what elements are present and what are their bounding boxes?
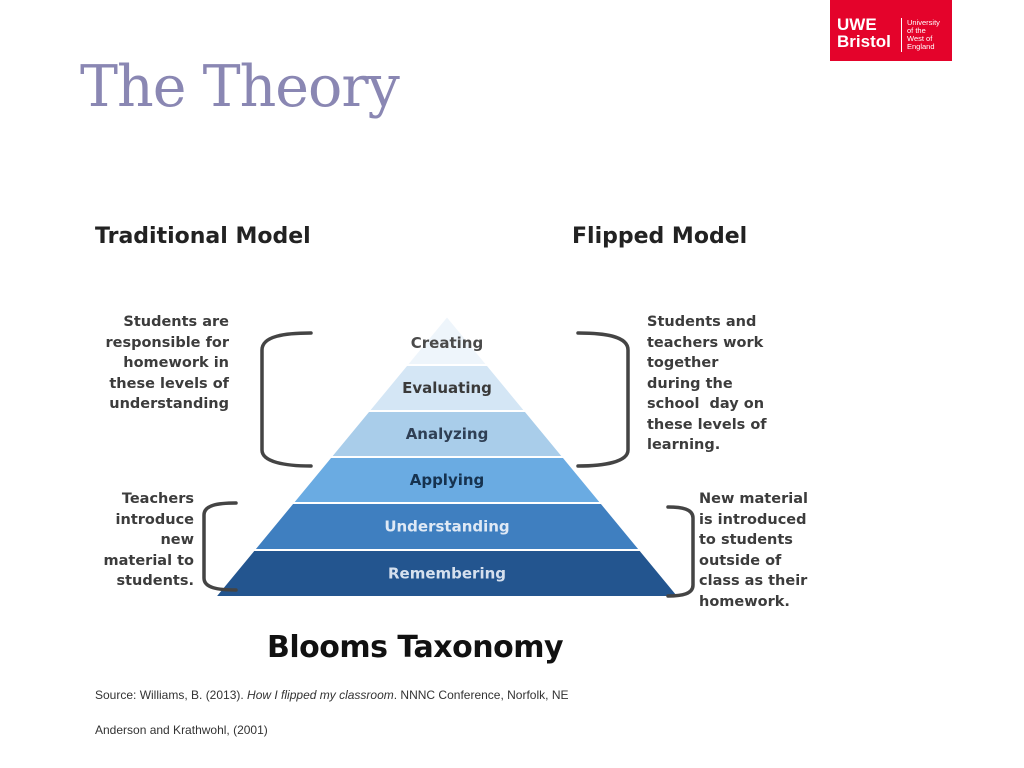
logo-main-text: UWE Bristol bbox=[837, 15, 891, 51]
uwe-bristol-logo: UWE Bristol University of the West of En… bbox=[830, 0, 952, 61]
pyramid-label-analyzing: Analyzing bbox=[406, 425, 489, 443]
pyramid-label-creating: Creating bbox=[411, 334, 483, 352]
traditional-lower-note: Teachers introduce new material to stude… bbox=[103, 491, 194, 589]
logo-divider bbox=[901, 18, 902, 52]
flipped-model-heading: Flipped Model bbox=[572, 224, 748, 249]
logo-sub-text: University of the West of England bbox=[907, 18, 940, 51]
flipped-upper-note: Students and teachers work together duri… bbox=[647, 314, 767, 453]
source-suffix: . NNNC Conference, Norfolk, NE bbox=[393, 688, 569, 702]
blooms-taxonomy-title: Blooms Taxonomy bbox=[267, 630, 564, 665]
source-citation-2: Anderson and Krathwohl, (2001) bbox=[95, 723, 268, 737]
pyramid-label-understanding: Understanding bbox=[384, 518, 509, 536]
traditional-model-heading: Traditional Model bbox=[95, 224, 311, 249]
slide-title: The Theory bbox=[80, 54, 400, 120]
source-citation: Source: Williams, B. (2013). How I flipp… bbox=[95, 688, 569, 702]
flipped-lower-note: New material is introduced to students o… bbox=[699, 491, 808, 610]
pyramid: CreatingEvaluatingAnalyzingApplyingUnder… bbox=[212, 314, 682, 598]
flipped-upper-bracket bbox=[576, 331, 630, 468]
pyramid-label-evaluating: Evaluating bbox=[402, 379, 492, 397]
pyramid-label-applying: Applying bbox=[410, 471, 485, 489]
traditional-upper-note: Students are responsible for homework in… bbox=[105, 314, 229, 412]
flipped-lower-bracket bbox=[666, 505, 695, 598]
pyramid-label-remembering: Remembering bbox=[388, 565, 506, 583]
source-italic-title: How I flipped my classroom bbox=[247, 688, 394, 702]
traditional-upper-bracket bbox=[260, 331, 313, 468]
source-prefix: Source: Williams, B. (2013). bbox=[95, 688, 248, 702]
traditional-lower-bracket bbox=[202, 501, 238, 592]
